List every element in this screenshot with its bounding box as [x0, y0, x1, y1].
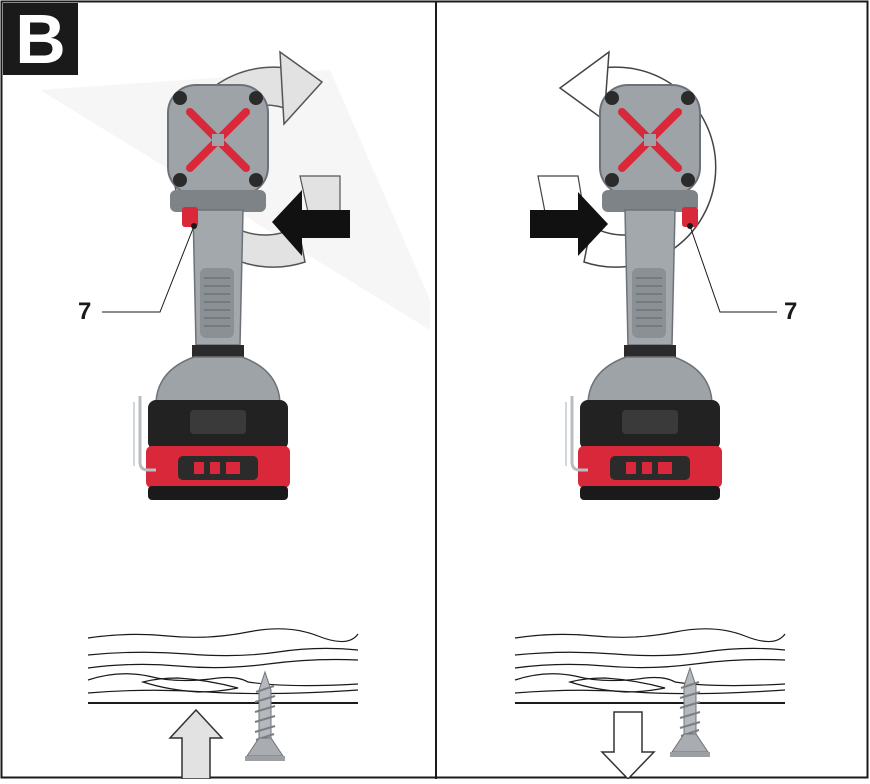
motion-arrow-icon [600, 711, 656, 781]
drill-icon [566, 85, 722, 500]
screw-icon [669, 667, 711, 758]
callout-label-left: 7 [78, 298, 92, 325]
figure-badge: B [3, 3, 78, 75]
motion-arrow-icon [168, 708, 224, 780]
wood-board [87, 627, 359, 704]
push-arrow-icon [272, 190, 350, 256]
callout-line [689, 225, 777, 313]
direction-switch [182, 207, 198, 227]
direction-switch [682, 207, 698, 227]
callout-label-right: 7 [784, 298, 798, 325]
right-panel [514, 50, 786, 781]
wood-board [514, 627, 786, 704]
push-arrow-icon [530, 192, 608, 256]
left-panel [40, 50, 430, 780]
callout-line [102, 225, 195, 313]
